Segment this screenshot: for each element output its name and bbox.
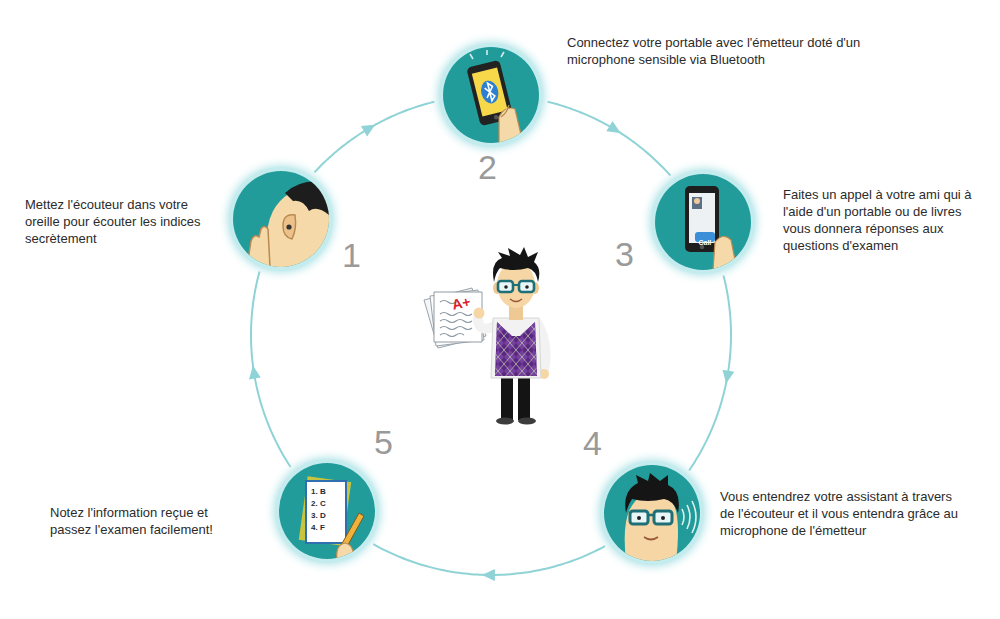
step-number: 3 (615, 237, 634, 271)
student-figure (474, 247, 550, 425)
step-circle: 2Connectez votre portable avec l'émetteu… (443, 47, 539, 143)
step-description: Connectez votre portable avec l'émetteur… (567, 34, 887, 68)
arrow-head (249, 366, 261, 380)
step-icon (443, 47, 539, 143)
cycle-arrow (373, 544, 605, 581)
step-number: 2 (478, 150, 497, 184)
step-circle: 1Mettez l'écouteur dans votre oreille po… (233, 171, 329, 267)
step-circle: 3Faites un appel à votre ami qui à l'aid… (655, 174, 751, 270)
step-icon (233, 171, 329, 267)
cycle-arrow (689, 275, 734, 470)
step-description: Mettez l'écouteur dans votre oreille pou… (25, 196, 210, 247)
arc-line (251, 271, 291, 467)
arc-line (548, 102, 671, 176)
step-picture (233, 171, 329, 267)
step-picture (655, 174, 751, 270)
arrow-head (606, 121, 620, 133)
step-icon (279, 463, 375, 559)
step-number: 4 (583, 426, 602, 460)
step-picture (443, 47, 539, 143)
cycle-arrow (548, 102, 671, 176)
step-picture (604, 465, 700, 561)
step-icon (655, 174, 751, 270)
answer-line: 4. F (311, 524, 325, 532)
step-circle: 5Notez l'information reçue et passez l'e… (279, 463, 375, 559)
arc-line (314, 102, 434, 173)
step-picture (279, 463, 375, 559)
step-description: Vous entendrez votre assistant à travers… (720, 488, 965, 539)
cycle-arrow (314, 102, 434, 173)
grade-mark: A+ (451, 294, 472, 311)
answer-line: 3. D (311, 512, 326, 520)
step-number: 5 (374, 425, 393, 459)
answer-line: 1. B (311, 488, 326, 496)
button-label: Call (698, 238, 711, 245)
cycle-arrow (249, 271, 291, 467)
step-description: Faites un appel à votre ami qui à l'aide… (783, 186, 988, 254)
step-icon (604, 465, 700, 561)
arrow-head (482, 569, 495, 581)
step-circle: 4Vous entendrez votre assistant à traver… (604, 465, 700, 561)
answer-line: 2. C (311, 500, 326, 508)
step-number: 1 (342, 238, 361, 272)
arrow-head (361, 125, 375, 137)
step-description: Notez l'information reçue et passez l'ex… (50, 504, 250, 538)
arrow-head (722, 370, 734, 384)
arc-line (373, 544, 605, 575)
